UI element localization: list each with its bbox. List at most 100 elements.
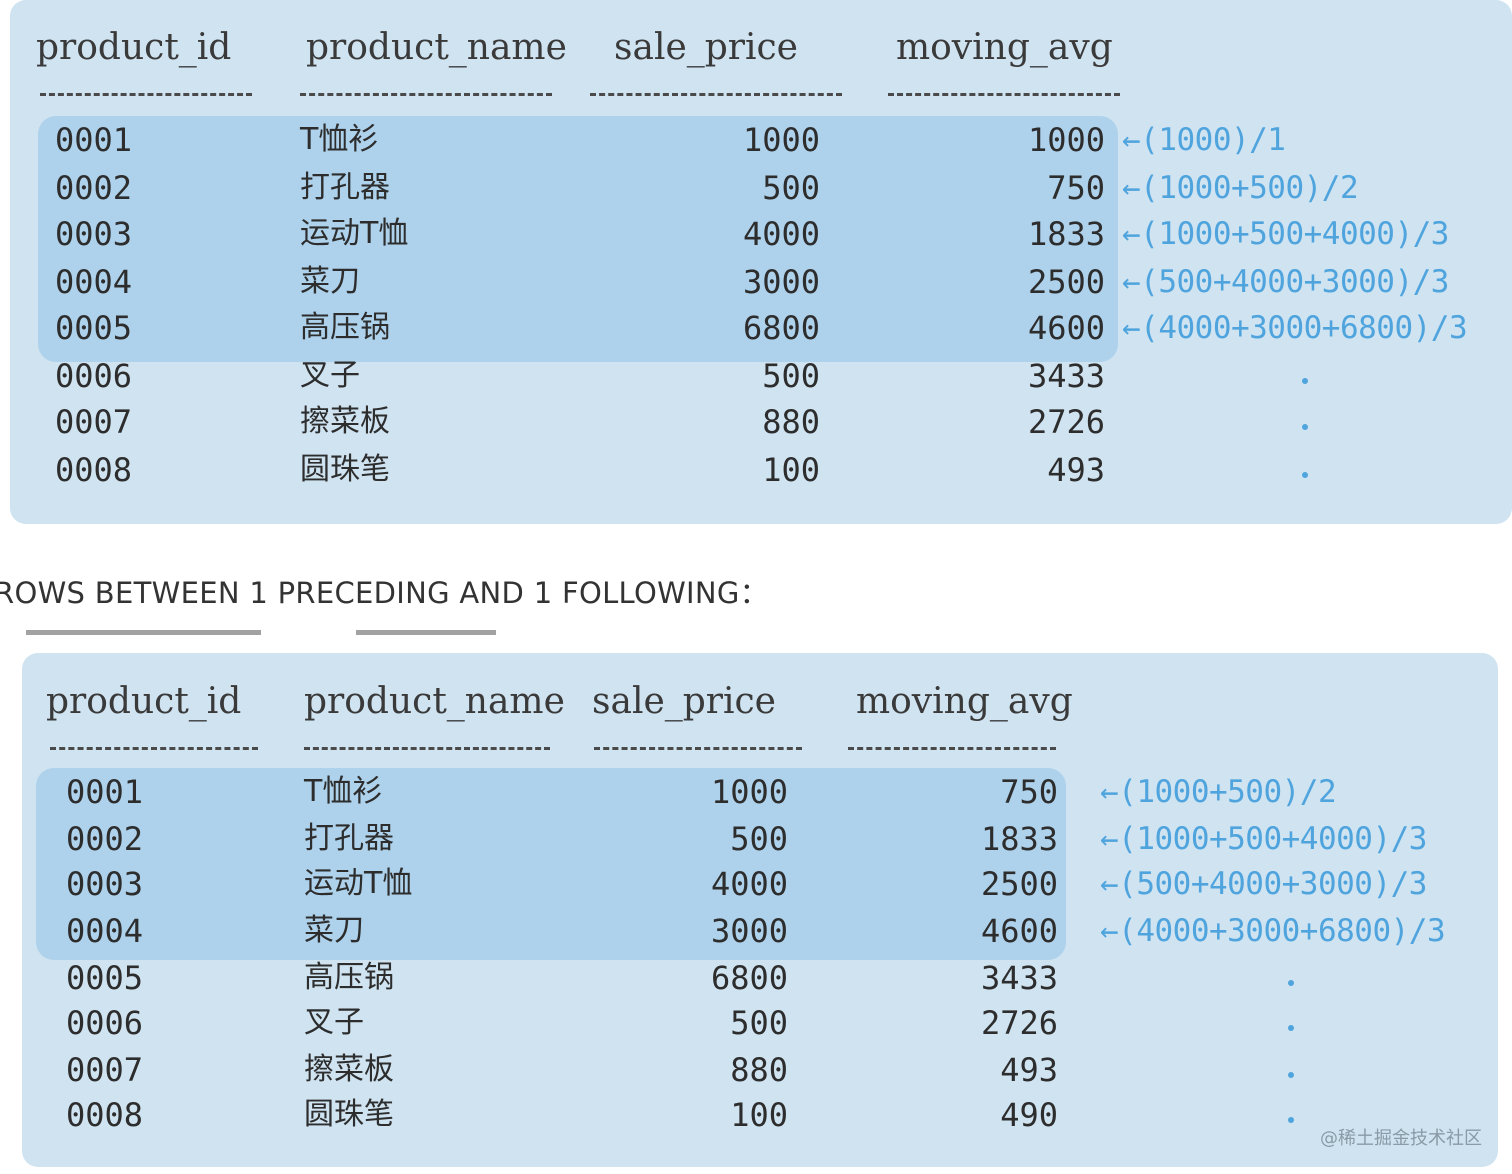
table-1-header-product-name: product_name xyxy=(306,27,567,68)
table-1-header-rule xyxy=(300,93,552,96)
frame-clause-caption: ROWS BETWEEN 1 PRECEDING AND 1 FOLLOWING… xyxy=(0,576,769,610)
table-2-cell-product-id: 0007 xyxy=(66,1051,144,1089)
table-2-cell-product-id: 0004 xyxy=(66,912,144,950)
table-2-ellipsis-dot xyxy=(1288,1072,1294,1078)
table-2-header-sale-price: sale_price xyxy=(592,681,776,722)
table-1-cell-product-name: 擦菜板 xyxy=(300,404,390,439)
table-2-cell-moving-avg: 4600 xyxy=(980,912,1058,950)
table-2-ellipsis-dot xyxy=(1288,1117,1294,1123)
table-1-cell-product-id: 0005 xyxy=(55,309,133,347)
table-2-calc-note: ←(1000+500)/2 xyxy=(1100,774,1337,810)
table-1-cell-moving-avg: 1000 xyxy=(1027,121,1105,159)
table-1-ellipsis-dot xyxy=(1302,472,1308,478)
table-2-calc-note: ←(4000+3000+6800)/3 xyxy=(1100,913,1446,949)
table-1-cell-product-name: 打孔器 xyxy=(300,170,390,205)
table-1-calc-note: ←(1000)/1 xyxy=(1122,122,1286,158)
table-1-header-rule xyxy=(40,93,252,96)
table-1-calc-note: ←(1000+500)/2 xyxy=(1122,170,1359,206)
table-2-cell-moving-avg: 1833 xyxy=(980,820,1058,858)
table-1-cell-product-id: 0002 xyxy=(55,169,133,207)
table-1-calc-note: ←(500+4000+3000)/3 xyxy=(1122,264,1449,300)
table-2-cell-product-name: 运动T恤 xyxy=(304,866,413,901)
table-1-cell-product-name: 圆珠笔 xyxy=(300,452,390,487)
window-highlight-1 xyxy=(38,116,1118,362)
table-2-cell-sale-price: 100 xyxy=(730,1096,788,1134)
table-2-cell-sale-price: 3000 xyxy=(710,912,788,950)
table-1-calc-note: ←(1000+500+4000)/3 xyxy=(1122,216,1449,252)
table-1-cell-product-name: T恤衫 xyxy=(300,122,379,157)
table-2-cell-product-name: T恤衫 xyxy=(304,774,383,809)
table-2-cell-product-id: 0002 xyxy=(66,820,144,858)
table-1-cell-sale-price: 4000 xyxy=(742,215,820,253)
cropped-text-fragment xyxy=(26,630,496,635)
table-2-cell-product-id: 0006 xyxy=(66,1004,144,1042)
table-1-header-moving-avg: moving_avg xyxy=(896,27,1113,68)
window-highlight-2 xyxy=(36,768,1066,960)
table-2-cell-moving-avg: 490 xyxy=(1000,1096,1058,1134)
table-2-cell-sale-price: 500 xyxy=(730,1004,788,1042)
table-1-cell-product-name: 高压锅 xyxy=(300,310,390,345)
table-2-cell-product-id: 0001 xyxy=(66,773,144,811)
table-2-cell-product-name: 擦菜板 xyxy=(304,1052,394,1087)
table-1-cell-sale-price: 3000 xyxy=(742,263,820,301)
table-1-cell-sale-price: 1000 xyxy=(742,121,820,159)
table-2-cell-sale-price: 500 xyxy=(730,820,788,858)
table-2-cell-product-name: 高压锅 xyxy=(304,960,394,995)
table-1-cell-product-name: 运动T恤 xyxy=(300,216,409,251)
table-2-cell-sale-price: 6800 xyxy=(710,959,788,997)
table-1-cell-product-name: 菜刀 xyxy=(300,264,360,299)
table-1-cell-moving-avg: 4600 xyxy=(1027,309,1105,347)
table-1-cell-moving-avg: 2500 xyxy=(1027,263,1105,301)
table-1-cell-product-id: 0008 xyxy=(55,451,133,489)
table-2-cell-moving-avg: 3433 xyxy=(980,959,1058,997)
table-2-header-rule xyxy=(304,747,550,750)
table-1-cell-product-id: 0007 xyxy=(55,403,133,441)
table-2-cell-product-name: 打孔器 xyxy=(304,821,394,856)
table-2-cell-moving-avg: 2500 xyxy=(980,865,1058,903)
table-1-cell-product-id: 0006 xyxy=(55,357,133,395)
table-2-cell-moving-avg: 750 xyxy=(1000,773,1058,811)
table-1-header-rule xyxy=(888,93,1120,96)
table-1-header-product-id: product_id xyxy=(36,27,232,68)
table-1-cell-moving-avg: 493 xyxy=(1047,451,1105,489)
table-1-cell-sale-price: 880 xyxy=(762,403,820,441)
table-2-calc-note: ←(1000+500+4000)/3 xyxy=(1100,821,1427,857)
table-1-cell-product-id: 0004 xyxy=(55,263,133,301)
table-2-cell-product-name: 菜刀 xyxy=(304,913,364,948)
table-2-cell-product-name: 叉子 xyxy=(304,1005,364,1040)
table-2-cell-moving-avg: 493 xyxy=(1000,1051,1058,1089)
table-1-ellipsis-dot xyxy=(1302,378,1308,384)
table-2-cell-sale-price: 880 xyxy=(730,1051,788,1089)
table-1-cell-product-id: 0003 xyxy=(55,215,133,253)
table-1-cell-product-id: 0001 xyxy=(55,121,133,159)
table-2-cell-product-id: 0008 xyxy=(66,1096,144,1134)
table-1-cell-sale-price: 100 xyxy=(762,451,820,489)
table-1-calc-note: ←(4000+3000+6800)/3 xyxy=(1122,310,1468,346)
table-2-header-rule xyxy=(50,747,258,750)
table-1-cell-sale-price: 6800 xyxy=(742,309,820,347)
table-2-cell-sale-price: 1000 xyxy=(710,773,788,811)
table-1-cell-moving-avg: 3433 xyxy=(1027,357,1105,395)
table-2-header-rule xyxy=(848,747,1056,750)
table-2-header-moving-avg: moving_avg xyxy=(856,681,1073,722)
table-1-cell-moving-avg: 1833 xyxy=(1027,215,1105,253)
table-2-header-rule xyxy=(594,747,802,750)
site-watermark: @稀土掘金技术社区 xyxy=(1320,1128,1482,1149)
table-2-ellipsis-dot xyxy=(1288,1025,1294,1031)
table-2-cell-product-id: 0003 xyxy=(66,865,144,903)
table-2-ellipsis-dot xyxy=(1288,980,1294,986)
table-1-header-sale-price: sale_price xyxy=(614,27,798,68)
table-2-cell-moving-avg: 2726 xyxy=(980,1004,1058,1042)
table-1-cell-moving-avg: 2726 xyxy=(1027,403,1105,441)
table-2-header-product-name: product_name xyxy=(304,681,565,722)
table-2-cell-product-name: 圆珠笔 xyxy=(304,1097,394,1132)
table-2-cell-sale-price: 4000 xyxy=(710,865,788,903)
table-1-header-rule xyxy=(590,93,842,96)
table-1-cell-sale-price: 500 xyxy=(762,357,820,395)
table-1-cell-product-name: 叉子 xyxy=(300,358,360,393)
table-2-header-product-id: product_id xyxy=(46,681,242,722)
table-1-ellipsis-dot xyxy=(1302,424,1308,430)
table-1-cell-moving-avg: 750 xyxy=(1047,169,1105,207)
table-1-cell-sale-price: 500 xyxy=(762,169,820,207)
table-2-calc-note: ←(500+4000+3000)/3 xyxy=(1100,866,1427,902)
